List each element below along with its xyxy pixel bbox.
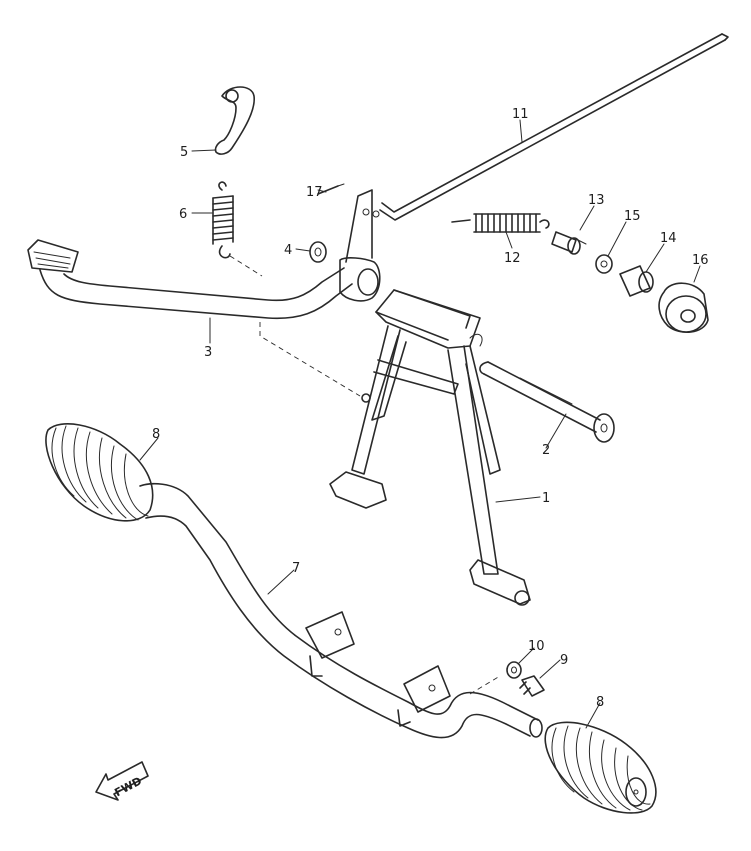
callout-15: 15: [624, 209, 641, 224]
part-15-washer: [595, 254, 613, 274]
part-2-shaft: [479, 361, 615, 443]
callout-8-right: 8: [596, 695, 604, 710]
part-8-footrest-rubber-right: [544, 721, 657, 814]
callout-8-left: 8: [152, 427, 160, 442]
callout-9: 9: [560, 653, 568, 668]
part-11-rod: [379, 33, 729, 221]
part-4-washer: [309, 241, 327, 263]
part-7-footrest-bar: [139, 482, 543, 739]
callout-11: 11: [512, 107, 529, 122]
callout-14: 14: [660, 231, 677, 246]
part-16-stopper: [658, 282, 709, 333]
callout-1: 1: [542, 491, 550, 506]
part-14-collar: [619, 265, 654, 297]
callout-7: 7: [292, 561, 300, 576]
callout-2: 2: [542, 443, 550, 458]
callout-10: 10: [528, 639, 545, 654]
forward-arrow-icon: FWD: [95, 761, 149, 801]
callout-6: 6: [179, 207, 187, 222]
callout-13: 13: [588, 193, 605, 208]
leader-lines: [139, 119, 701, 729]
callout-3: 3: [204, 345, 212, 360]
part-9-bolt: [519, 675, 545, 697]
part-17-cotter-pin: [317, 183, 345, 195]
part-6-spring: [212, 181, 263, 277]
part-5-hook-bracket: [214, 86, 255, 155]
assembly-line-pedal: [259, 322, 361, 397]
callout-4: 4: [284, 243, 292, 258]
part-8-footrest-rubber-left: [45, 423, 154, 522]
callout-5: 5: [180, 145, 188, 160]
forward-label: FWD: [112, 774, 144, 799]
part-3-brake-pedal: [27, 189, 381, 320]
part-13-bolt: [551, 231, 587, 255]
callout-17: 17: [306, 185, 323, 200]
callout-12: 12: [504, 251, 521, 266]
part-1-main-stand: [329, 289, 531, 606]
callout-16: 16: [692, 253, 709, 268]
part-12-spring: [451, 213, 550, 233]
part-10-washer: [506, 661, 522, 679]
